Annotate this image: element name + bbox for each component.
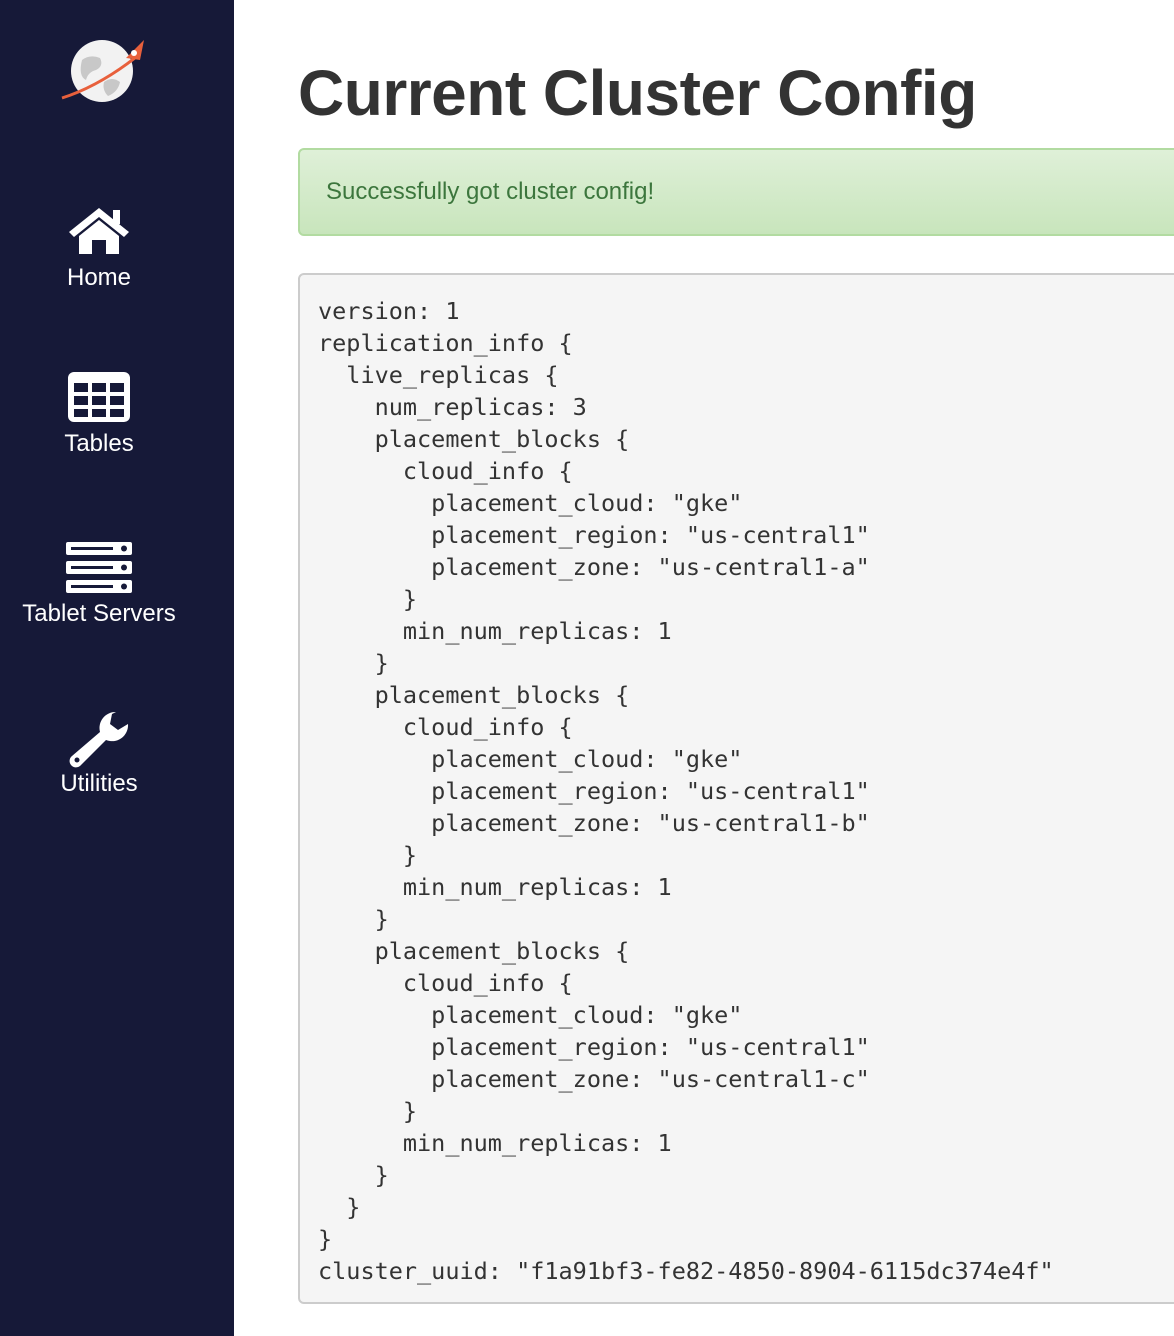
main-content: Current Cluster Config Successfully got … — [234, 0, 1174, 1336]
cluster-config-code-block[interactable]: version: 1 replication_info { live_repli… — [298, 273, 1174, 1304]
rocket-globe-logo-icon[interactable] — [60, 36, 150, 106]
sidebar-item-label: Tables — [64, 430, 134, 457]
sidebar-item-tables[interactable]: Tables — [0, 370, 198, 458]
sidebar: Home Tables — [0, 0, 234, 1336]
sidebar-item-label: Tablet Servers — [22, 600, 176, 627]
sidebar-item-utilities[interactable]: Utilities — [0, 710, 198, 798]
page-title: Current Cluster Config — [298, 57, 977, 129]
sidebar-item-tablet-servers[interactable]: Tablet Servers — [0, 540, 198, 628]
sidebar-item-label: Utilities — [60, 770, 138, 797]
table-grid-icon — [66, 370, 132, 426]
server-icon — [66, 540, 132, 596]
wrench-icon — [66, 710, 132, 768]
home-icon — [66, 204, 132, 260]
sidebar-item-label: Home — [66, 264, 132, 291]
success-alert: Successfully got cluster config! — [298, 148, 1174, 236]
sidebar-item-home[interactable]: Home — [0, 204, 198, 292]
